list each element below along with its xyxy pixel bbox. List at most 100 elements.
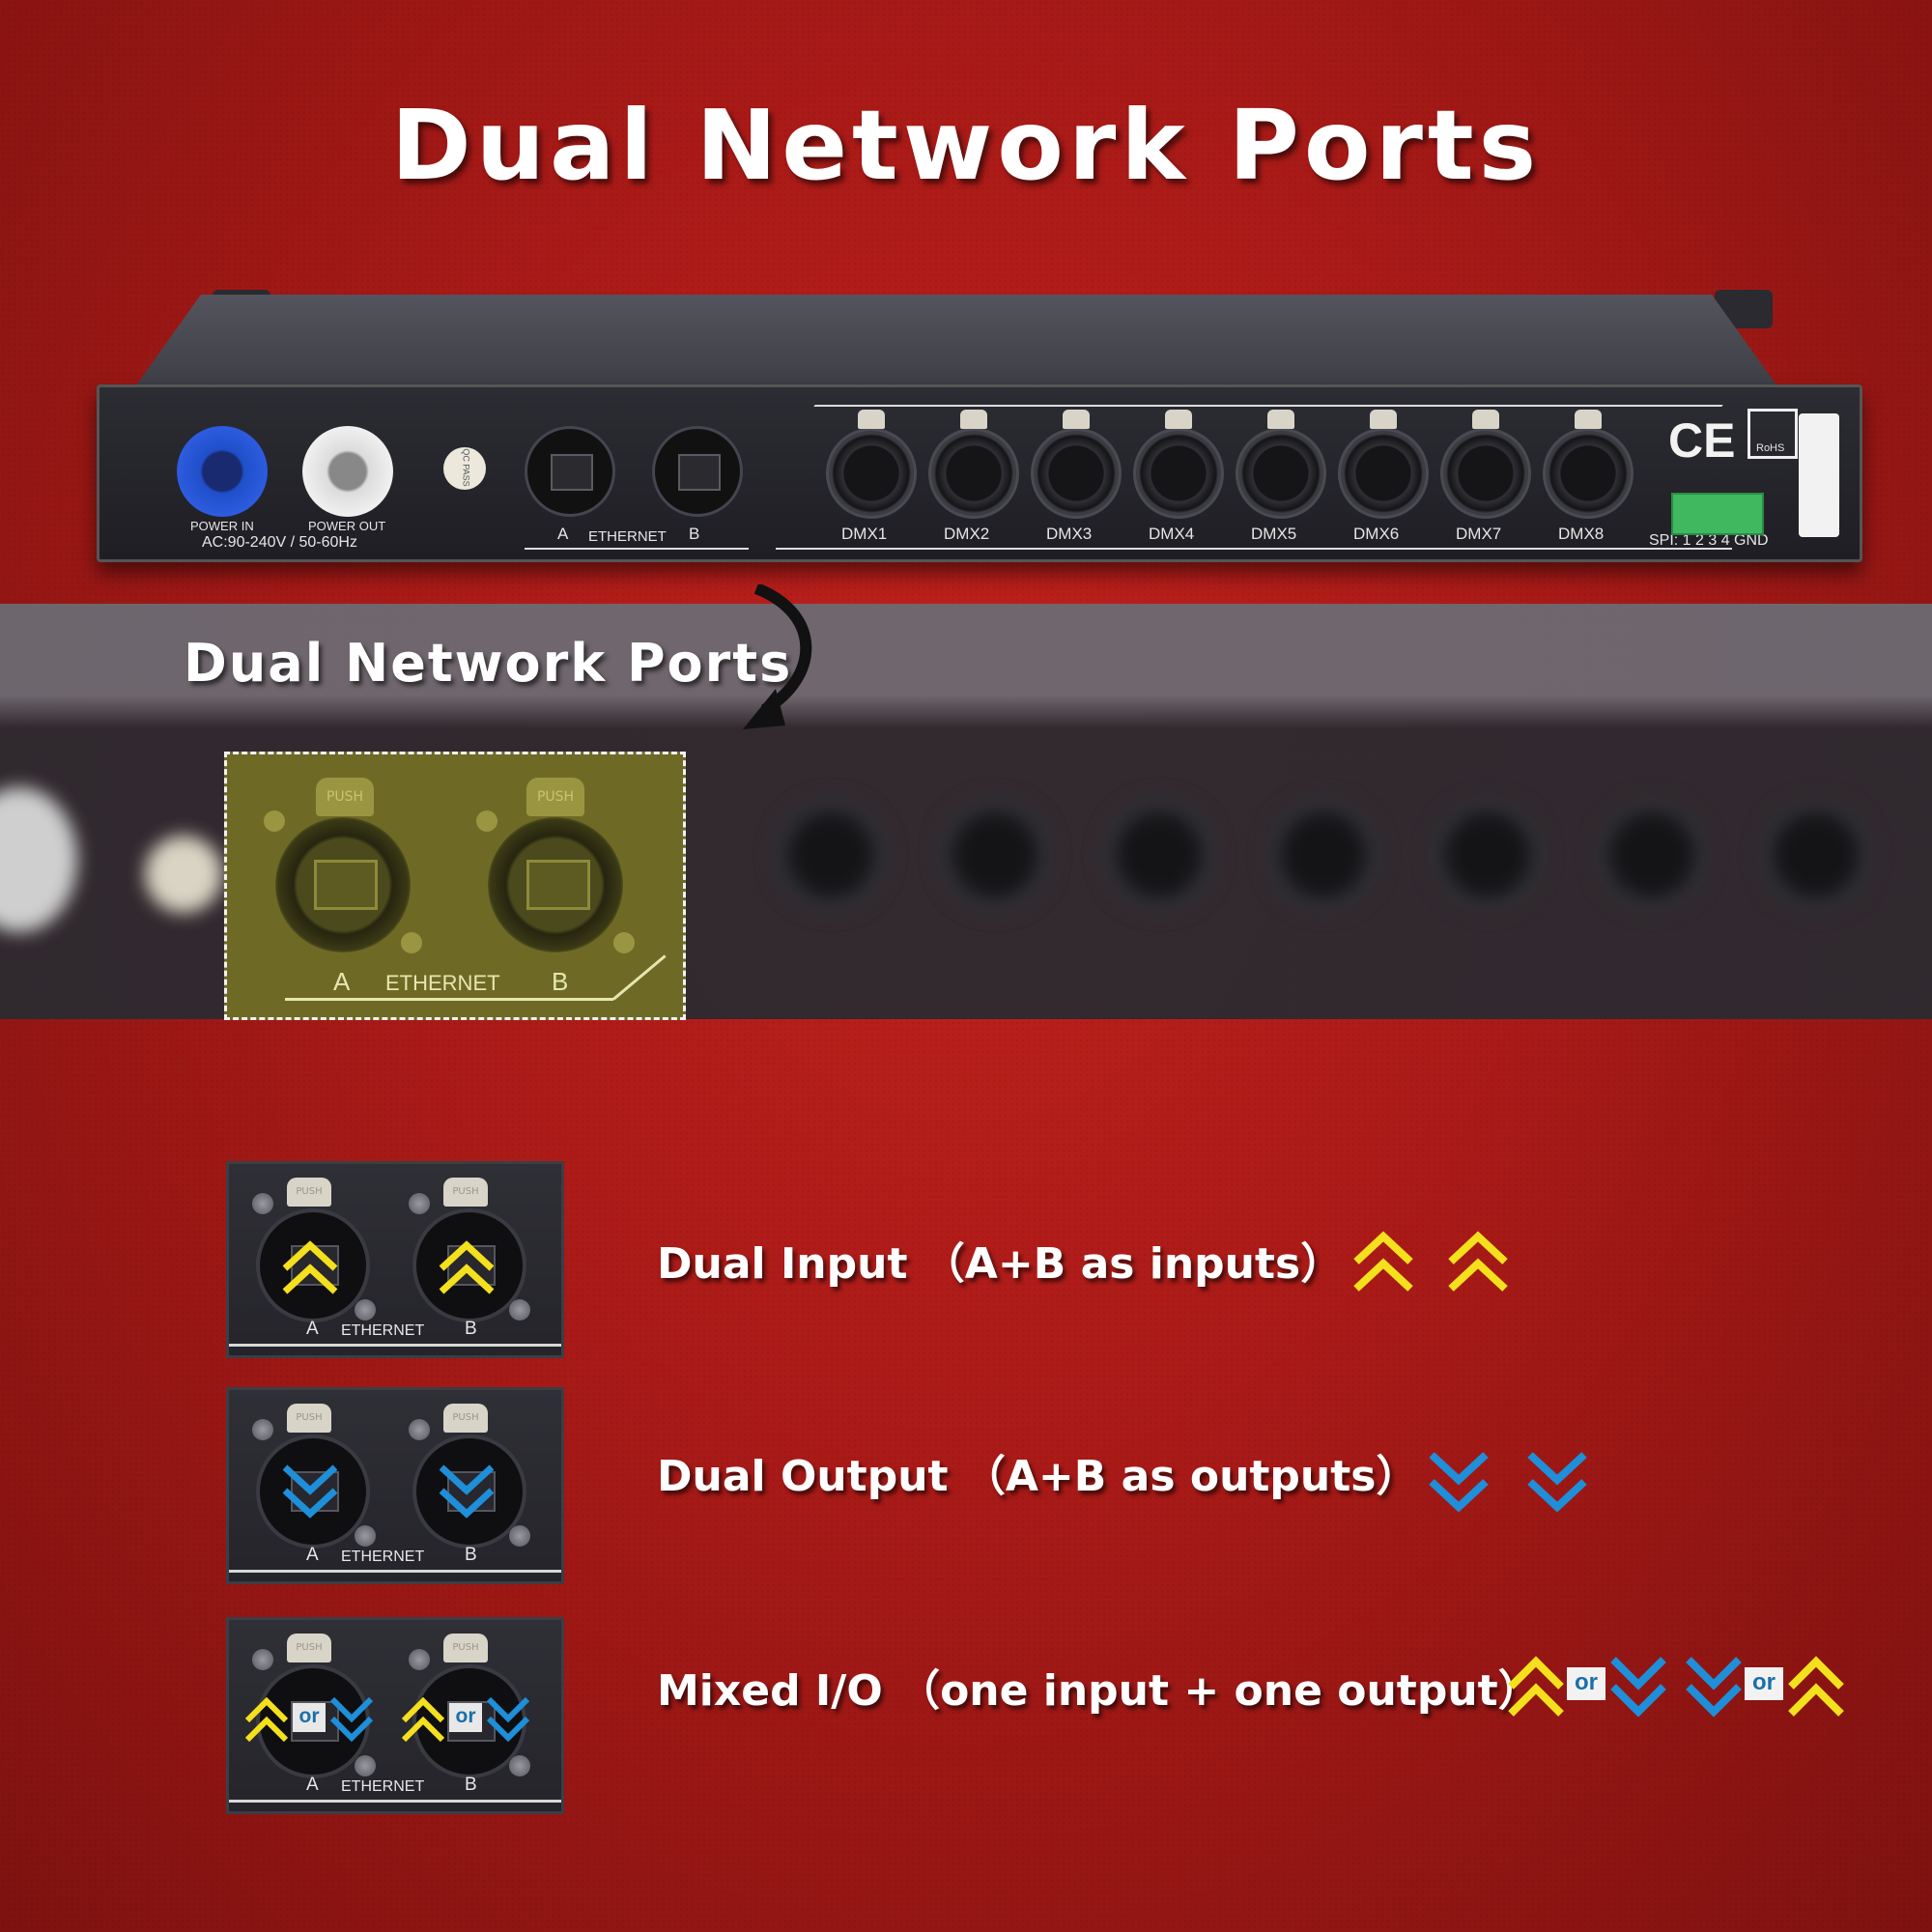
screw-icon [355,1755,376,1776]
port-a-label: A [306,1545,319,1565]
panel-line [813,405,1723,407]
screw-icon [509,1755,530,1776]
screw-icon [509,1525,530,1547]
or-badge: or [293,1703,326,1732]
rohs-badge: RoHS [1747,409,1798,459]
dmx8-label: DMX8 [1558,525,1605,543]
dmx5-connector [1236,410,1326,519]
chevron-up-double-icon [439,1240,495,1294]
blurred-connectors [0,604,1932,1019]
port-a-label: A [306,1775,319,1795]
panel-line [229,1800,561,1803]
chevron-down-double-icon [329,1696,374,1743]
panel-line [229,1570,561,1573]
push-latch: PUSH [443,1404,488,1433]
push-latch-b: PUSH [526,778,584,816]
power-in-connector [177,426,268,517]
chevron-down-double-icon [439,1464,495,1519]
screw-icon [264,810,285,832]
qc-pass-sticker [443,447,486,490]
screw-icon [613,932,635,953]
or-badge: or [1567,1667,1605,1700]
ethernet-port-a [256,1435,370,1548]
dmx6-connector [1338,410,1429,519]
chevron-up-double-icon [1353,1231,1413,1292]
dmx5-label: DMX5 [1251,525,1297,543]
page-title: Dual Network Ports [390,89,1542,202]
screw-icon [409,1419,430,1440]
port-a-label: A [306,1319,319,1339]
ethernet-port-b [652,426,743,517]
chevron-up-double-icon [401,1696,445,1743]
or-badge: or [449,1703,482,1732]
screw-icon [476,810,497,832]
device-top-cover [135,295,1777,386]
chevron-down-double-icon [1429,1452,1489,1513]
dmx3-label: DMX3 [1046,525,1093,543]
panel-line [525,548,749,550]
chevron-up-double-icon [244,1696,289,1743]
ethernet-label: ETHERNET [341,1548,425,1565]
chevron-down-double-icon [1527,1452,1587,1513]
ethernet-label: ETHERNET [588,528,667,545]
dmx1-connector [826,410,917,519]
screw-icon [409,1193,430,1214]
screw-icon [401,932,422,953]
spi-terminal-block [1671,493,1764,535]
power-out-connector [302,426,393,517]
ethernet-label: ETHERNET [341,1778,425,1795]
screw-icon [355,1299,376,1321]
push-latch: PUSH [287,1404,331,1433]
dmx1-label: DMX1 [841,525,888,543]
dmx3-connector [1031,410,1122,519]
dmx8-connector [1543,410,1634,519]
screw-icon [355,1525,376,1547]
push-latch: PUSH [287,1178,331,1207]
dual-output-panel: PUSH PUSH A ETHERNET B [226,1387,564,1584]
dual-input-label: Dual Input （A+B as inputs） [657,1239,1344,1289]
screw-icon [252,1193,273,1214]
power-in-label: POWER IN [190,519,254,533]
chevron-down-double-icon [282,1464,338,1519]
section-title: Dual Network Ports [184,633,793,694]
or-badge: or [1745,1667,1783,1700]
spi-label: SPI: 1 2 3 4 GND [1649,532,1769,549]
chevron-down-double-icon [1686,1657,1742,1718]
zoom-ethernet-label: ETHERNET [385,971,500,995]
screw-icon [509,1299,530,1321]
ethernet-port-b-zoom [488,817,623,952]
ethernet-port-b [412,1208,526,1322]
push-latch-a: PUSH [316,778,374,816]
chevron-up-double-icon [1508,1656,1564,1717]
panel-line [285,998,613,1001]
panel-line [229,1344,561,1347]
ethernet-b-label: B [689,525,700,543]
ce-mark: CE [1668,413,1736,468]
dmx6-label: DMX6 [1353,525,1400,543]
zoom-b-label: B [552,967,569,996]
qc-pass-text: QC PASS [461,448,471,487]
dmx7-label: DMX7 [1456,525,1502,543]
ethernet-a-label: A [557,525,569,543]
panel-line [612,954,667,1001]
port-b-label: B [465,1319,477,1339]
dmx2-connector [928,410,1019,519]
push-latch: PUSH [443,1634,488,1662]
ethernet-port-a [525,426,615,517]
ethernet-port-a-zoom [275,817,411,952]
push-latch: PUSH [443,1178,488,1207]
port-b-label: B [465,1775,477,1795]
serial-sticker [1799,413,1839,537]
chevron-down-double-icon [486,1696,530,1743]
push-latch: PUSH [287,1634,331,1662]
curved-arrow-icon [743,584,812,729]
dmx7-connector [1440,410,1531,519]
panel-line [776,548,1732,550]
dual-output-label: Dual Output （A+B as outputs） [657,1452,1419,1501]
screw-icon [409,1649,430,1670]
mixed-io-label: Mixed I/O （one input + one output） [657,1666,1541,1716]
ethernet-label: ETHERNET [341,1322,425,1339]
power-out-label: POWER OUT [308,519,386,533]
mixed-io-panel: PUSH PUSH or or A ETHERNET B [226,1617,564,1814]
chevron-down-double-icon [1610,1657,1666,1718]
